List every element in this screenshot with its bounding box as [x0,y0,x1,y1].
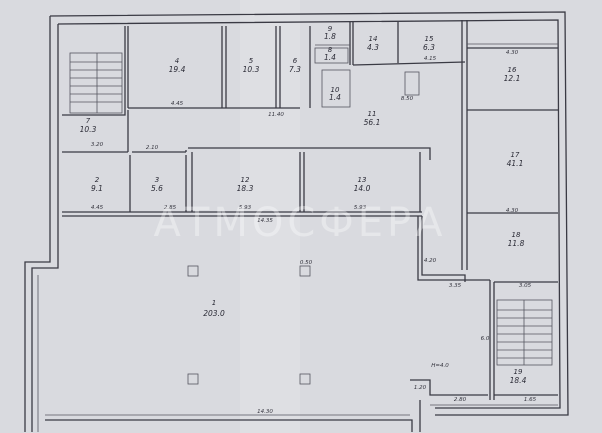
room-8: 81.4 [324,46,336,62]
room-3: 35.6 [151,176,163,193]
svg-text:14.30: 14.30 [257,409,273,415]
svg-text:5.93: 5.93 [239,205,252,211]
svg-text:5: 5 [249,57,254,65]
svg-text:12.1: 12.1 [504,74,521,83]
svg-text:14.0: 14.0 [354,184,371,193]
svg-text:8.50: 8.50 [401,96,414,102]
room-5: 510.3 [243,57,260,74]
svg-text:1.8: 1.8 [324,32,336,41]
svg-text:18.3: 18.3 [237,184,254,193]
svg-text:4.30: 4.30 [506,50,519,56]
room-14: 144.3 [367,35,379,52]
svg-text:41.1: 41.1 [507,159,524,168]
svg-text:4.15: 4.15 [424,56,437,62]
svg-text:6.0: 6.0 [481,336,490,342]
svg-text:13: 13 [358,176,367,184]
svg-text:2: 2 [95,176,100,184]
column [299,265,311,277]
svg-text:15: 15 [425,35,434,43]
svg-text:4: 4 [175,57,179,65]
room-4: 419.4 [169,57,186,74]
svg-text:3: 3 [155,176,159,184]
svg-text:8: 8 [328,46,333,54]
svg-text:18: 18 [512,231,521,239]
svg-text:14: 14 [369,35,378,43]
room-7: 710.3 [80,117,97,134]
svg-text:11.40: 11.40 [268,112,284,118]
svg-text:11: 11 [368,110,377,118]
staircase-bottom-right [496,299,553,366]
svg-text:2.85: 2.85 [164,205,177,211]
svg-text:3.35: 3.35 [449,283,462,289]
svg-text:10.3: 10.3 [80,125,97,134]
svg-text:2.10: 2.10 [146,145,159,151]
svg-text:18.4: 18.4 [510,376,527,385]
room-10: 101.4 [329,86,341,102]
svg-text:7: 7 [86,117,91,125]
svg-text:10.3: 10.3 [243,65,260,74]
svg-text:3.20: 3.20 [91,142,104,148]
svg-text:4.45: 4.45 [171,101,184,107]
svg-text:203.0: 203.0 [203,309,225,318]
svg-text:1.4: 1.4 [324,53,336,62]
svg-text:1.65: 1.65 [524,397,537,403]
column [299,373,311,385]
svg-text:11.8: 11.8 [508,239,525,248]
svg-text:H=4.0: H=4.0 [431,363,449,369]
svg-text:2.80: 2.80 [454,397,467,403]
svg-text:4.3: 4.3 [367,43,379,52]
svg-text:3.05: 3.05 [519,283,532,289]
svg-text:4.45: 4.45 [91,205,104,211]
svg-text:12: 12 [241,176,250,184]
staircase-top-left [69,52,123,114]
svg-text:1: 1 [212,299,216,307]
svg-text:6.3: 6.3 [423,43,435,52]
svg-text:1.20: 1.20 [414,385,427,391]
svg-text:19.4: 19.4 [169,65,186,74]
svg-text:9.1: 9.1 [91,184,103,193]
room-15: 156.3 [423,35,435,52]
room-1: 1 203.0 [203,299,225,318]
watermark: АТМОСФЕРА [154,200,447,246]
svg-text:4.20: 4.20 [424,258,437,264]
svg-text:56.1: 56.1 [364,118,381,127]
svg-text:10: 10 [331,86,340,94]
svg-text:9: 9 [328,25,333,33]
svg-text:17: 17 [511,151,520,159]
svg-text:5.6: 5.6 [151,184,163,193]
svg-text:19: 19 [514,368,523,376]
svg-text:5.93: 5.93 [354,205,367,211]
svg-text:1.4: 1.4 [329,93,341,102]
svg-text:6: 6 [293,57,298,65]
column [187,265,199,277]
interior-walls [62,20,558,406]
svg-text:14.35: 14.35 [257,218,273,224]
svg-text:7.3: 7.3 [289,65,301,74]
dimension-labels: 4.45 2.85 5.93 5.93 14.35 11.40 4.45 3.2… [91,50,537,415]
svg-text:0.50: 0.50 [300,260,313,266]
column [187,373,199,385]
svg-text:16: 16 [508,66,517,74]
outer-walls [24,11,569,432]
room-6: 67.3 [289,57,301,74]
room-2: 29.1 [91,176,103,193]
svg-text:4.30: 4.30 [506,208,519,214]
room-9: 91.8 [324,25,336,41]
